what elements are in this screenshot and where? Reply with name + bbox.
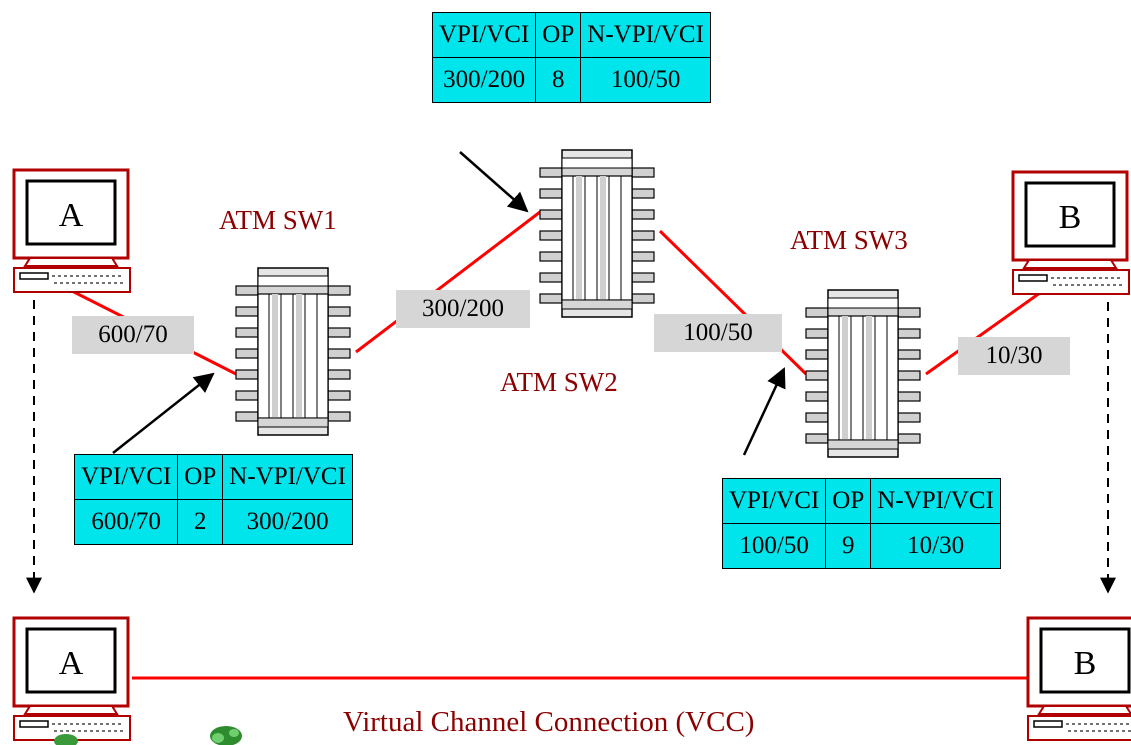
header-n-vpi-vci: N-VPI/VCI	[580, 12, 711, 58]
table-row: 100/50 9 10/30	[721, 523, 1001, 569]
switch-1-label: ATM SW1	[219, 205, 337, 235]
link-label-sw2-sw3: 100/50	[654, 314, 782, 352]
switch-3-label: ATM SW3	[790, 225, 908, 255]
header-op: OP	[825, 478, 872, 524]
green-decoration-icon	[54, 726, 242, 745]
cell-vpi-vci: 100/50	[721, 523, 827, 569]
host-b-top-letter: B	[1059, 199, 1082, 236]
table-row: 600/70 2 300/200	[73, 499, 353, 545]
table-header-row: VPI/VCI OP N-VPI/VCI	[721, 478, 1001, 524]
cell-op: 9	[825, 523, 872, 569]
table-header-row: VPI/VCI OP N-VPI/VCI	[431, 12, 711, 58]
vc-table-sw3: VPI/VCI OP N-VPI/VCI 100/50 9 10/30	[721, 478, 1001, 569]
cell-vpi-vci: 300/200	[431, 57, 537, 103]
cell-n-vpi-vci: 300/200	[222, 499, 353, 545]
header-op: OP	[177, 454, 224, 500]
table-header-row: VPI/VCI OP N-VPI/VCI	[73, 454, 353, 500]
computer-a-bottom-icon: A	[12, 616, 132, 742]
header-n-vpi-vci: N-VPI/VCI	[222, 454, 353, 500]
computer-a-top-icon: A	[12, 168, 132, 294]
link-sw3-b	[925, 288, 1045, 376]
arrow-to-sw3	[742, 367, 786, 456]
vc-table-sw2: VPI/VCI OP N-VPI/VCI 300/200 8 100/50	[431, 12, 711, 103]
link-label-a-sw1: 600/70	[72, 316, 194, 354]
link-sw1-sw2	[355, 210, 541, 354]
computer-b-bottom-icon: B	[1026, 616, 1131, 742]
vc-table-sw1: VPI/VCI OP N-VPI/VCI 600/70 2 300/200	[73, 454, 353, 545]
arrow-to-sw2	[459, 151, 529, 213]
link-sw2-sw3	[658, 229, 808, 376]
table-row: 300/200 8 100/50	[431, 57, 711, 103]
header-vpi-vci: VPI/VCI	[721, 478, 827, 524]
cell-n-vpi-vci: 100/50	[580, 57, 711, 103]
cell-op: 2	[177, 499, 224, 545]
switch-2-label: ATM SW2	[500, 367, 618, 397]
cell-n-vpi-vci: 10/30	[870, 523, 1001, 569]
atm-switch-1-icon	[235, 267, 351, 436]
arrow-to-sw1	[112, 372, 215, 454]
header-op: OP	[535, 12, 582, 58]
cell-op: 8	[535, 57, 582, 103]
computer-b-top-icon: B	[1011, 170, 1131, 296]
link-label-sw1-sw2: 300/200	[396, 290, 530, 328]
atm-switch-3-icon	[805, 289, 921, 458]
link-label-sw3-b: 10/30	[958, 337, 1070, 375]
header-n-vpi-vci: N-VPI/VCI	[870, 478, 1001, 524]
atm-switch-2-icon	[539, 149, 655, 318]
host-a-top-letter: A	[59, 197, 84, 234]
cell-vpi-vci: 600/70	[73, 499, 179, 545]
host-a-bottom-letter: A	[59, 645, 84, 682]
diagram-title: Virtual Channel Connection (VCC)	[343, 706, 755, 738]
header-vpi-vci: VPI/VCI	[431, 12, 537, 58]
host-b-bottom-letter: B	[1074, 645, 1097, 682]
header-vpi-vci: VPI/VCI	[73, 454, 179, 500]
